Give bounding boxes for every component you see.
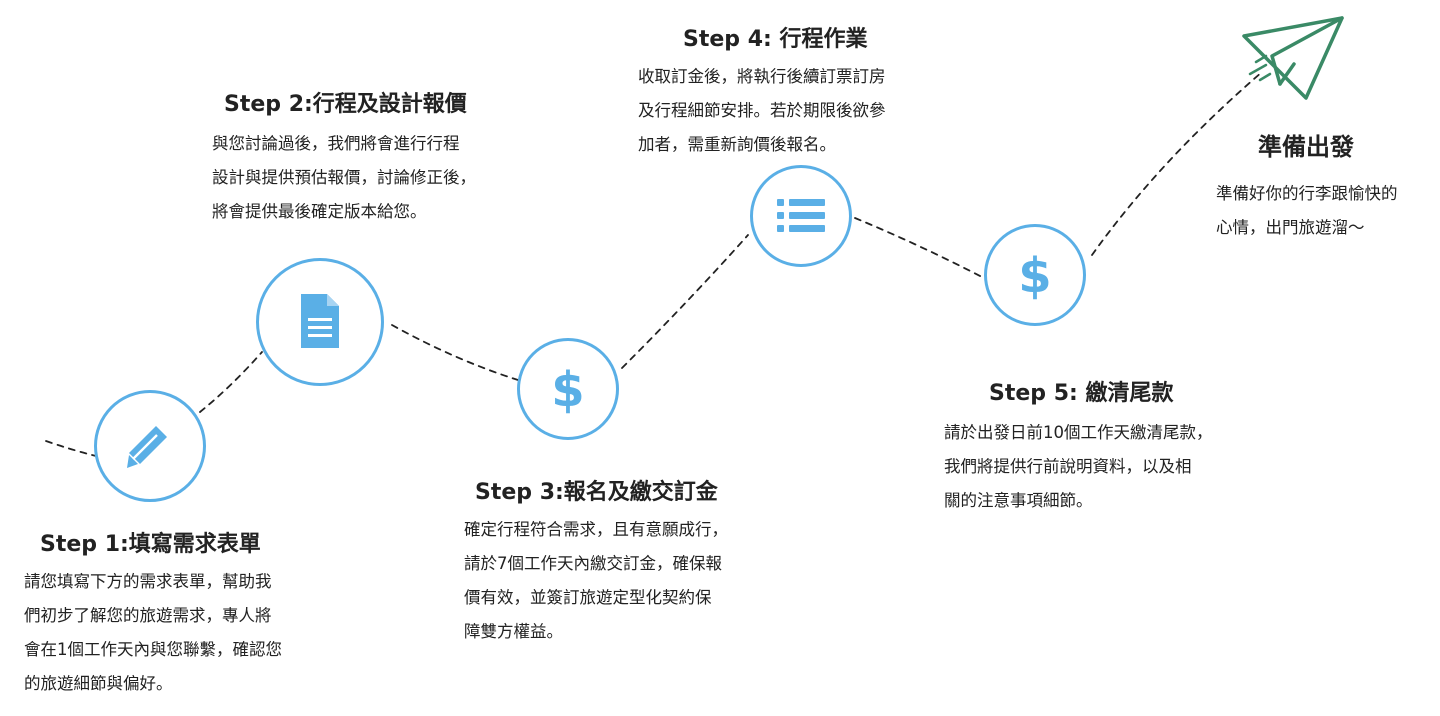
step-3-icon-circle: $ bbox=[517, 338, 619, 440]
description-line: 請您填寫下方的需求表單，幫助我 bbox=[24, 572, 272, 591]
description-line: 加者，需重新詢價後報名。 bbox=[638, 135, 836, 154]
description-line: 請於出發日前10個工作天繳清尾款， bbox=[944, 423, 1213, 442]
paper-plane-icon bbox=[1242, 16, 1344, 100]
final-title: 準備出發 bbox=[1258, 133, 1354, 161]
description-line: 心情，出門旅遊溜～ bbox=[1216, 218, 1365, 237]
step-1-icon-circle bbox=[94, 390, 206, 502]
description-line: 會在1個工作天內與您聯繫，確認您 bbox=[24, 640, 282, 659]
description-line: 確定行程符合需求，且有意願成行， bbox=[464, 520, 728, 539]
description-line: 設計與提供預估報價，討論修正後， bbox=[212, 168, 476, 187]
step-4-title: Step 4: 行程作業 bbox=[683, 27, 868, 52]
description-line: 障雙方權益。 bbox=[464, 622, 563, 641]
step-3-description: 確定行程符合需求，且有意願成行， 請於7個工作天內繳交訂金，確保報 價有效，並簽… bbox=[464, 513, 728, 649]
list-icon bbox=[777, 199, 825, 232]
step-5-description: 請於出發日前10個工作天繳清尾款， 我們將提供行前說明資料，以及相 關的注意事項… bbox=[944, 416, 1213, 518]
description-line: 將會提供最後確定版本給您。 bbox=[212, 202, 427, 221]
description-line: 與您討論過後，我們將會進行行程 bbox=[212, 134, 460, 153]
svg-text:$: $ bbox=[1018, 248, 1051, 302]
svg-text:$: $ bbox=[551, 362, 584, 416]
step-1-description: 請您填寫下方的需求表單，幫助我 們初步了解您的旅遊需求，專人將 會在1個工作天內… bbox=[24, 565, 282, 701]
dollar-icon: $ bbox=[1018, 248, 1051, 302]
pencil-icon bbox=[127, 426, 167, 468]
step-5-icon-circle: $ bbox=[984, 224, 1086, 326]
description-line: 及行程細節安排。若於期限後欲參 bbox=[638, 101, 886, 120]
step-1-title: Step 1:填寫需求表單 bbox=[40, 532, 261, 557]
final-description: 準備好你的行李跟愉快的 心情，出門旅遊溜～ bbox=[1216, 177, 1398, 245]
document-icon bbox=[301, 294, 339, 348]
description-line: 收取訂金後，將執行後續訂票訂房 bbox=[638, 67, 886, 86]
description-line: 請於7個工作天內繳交訂金，確保報 bbox=[464, 554, 722, 573]
description-line: 價有效，並簽訂旅遊定型化契約保 bbox=[464, 588, 712, 607]
description-line: 們初步了解您的旅遊需求，專人將 bbox=[24, 606, 272, 625]
step-3-title: Step 3:報名及繳交訂金 bbox=[475, 480, 718, 505]
step-5-title: Step 5: 繳清尾款 bbox=[989, 381, 1174, 406]
description-line: 我們將提供行前說明資料，以及相 bbox=[944, 457, 1192, 476]
description-line: 準備好你的行李跟愉快的 bbox=[1216, 184, 1398, 203]
step-4-icon-circle bbox=[750, 165, 852, 267]
step-2-icon-circle bbox=[256, 258, 384, 386]
step-4-description: 收取訂金後，將執行後續訂票訂房 及行程細節安排。若於期限後欲參 加者，需重新詢價… bbox=[638, 60, 886, 162]
step-2-title: Step 2:行程及設計報價 bbox=[224, 92, 467, 117]
description-line: 的旅遊細節與偏好。 bbox=[24, 674, 173, 693]
dollar-icon: $ bbox=[551, 362, 584, 416]
step-2-description: 與您討論過後，我們將會進行行程 設計與提供預估報價，討論修正後， 將會提供最後確… bbox=[212, 127, 476, 229]
description-line: 關的注意事項細節。 bbox=[944, 491, 1093, 510]
